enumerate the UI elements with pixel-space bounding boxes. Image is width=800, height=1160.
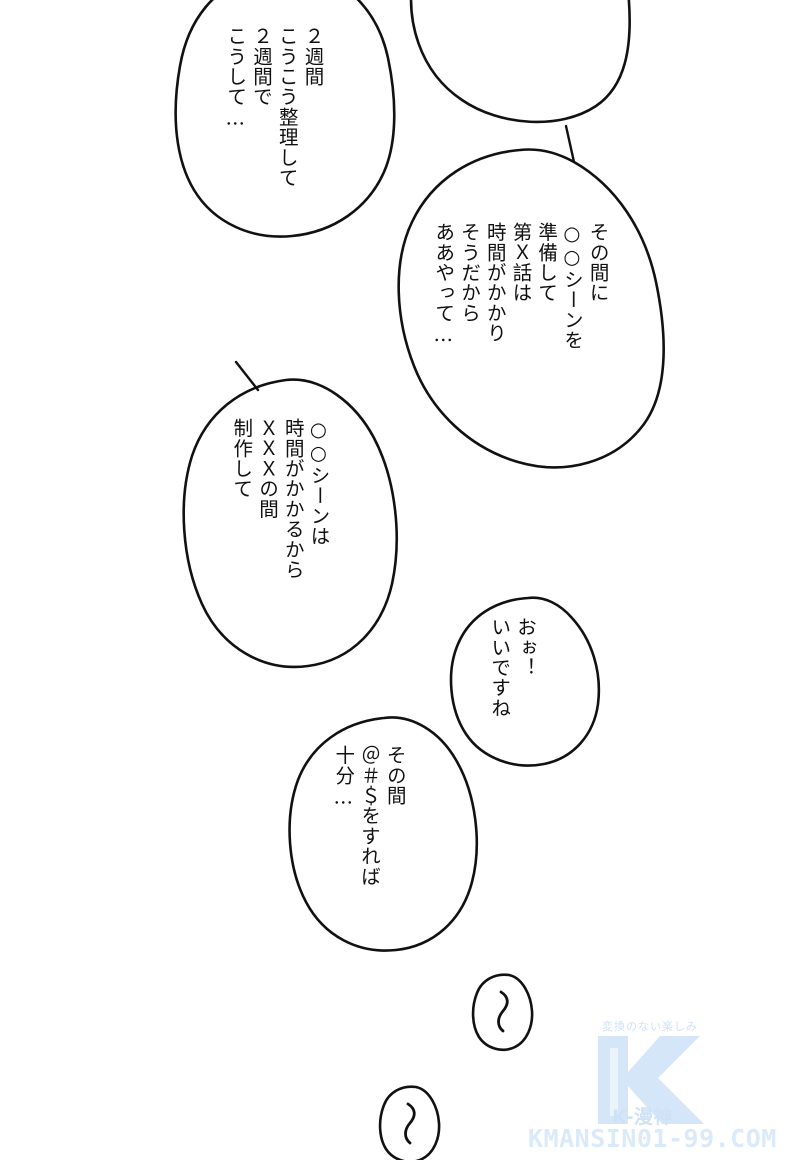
- bubble-small-2: [378, 1085, 441, 1160]
- bubble-5-text: その間 ＠＃＄をすれば 十分…: [331, 745, 407, 887]
- bubble-small-1-outline: [471, 973, 534, 1051]
- bubble-1-text: ２週間 こうこう整理して ２週間で こうして…: [223, 26, 324, 188]
- bubble-2-text: その間に ○○シーンを 準備して 第Ｘ話は 時間がかかり そうだから ああやって…: [431, 222, 610, 351]
- bubble-3-tail: [234, 360, 260, 392]
- squiggle-mark: [404, 1102, 416, 1145]
- watermark-url: KMANSIN01-99.COM: [528, 1124, 777, 1153]
- watermark-brand: K-漫神: [612, 1106, 673, 1128]
- squiggle-mark: [497, 990, 509, 1033]
- bubble-4-text: おぉ！ いいですね: [487, 617, 537, 718]
- bubble-small-2-outline: [378, 1085, 441, 1160]
- bubble-top-partial-outline: [409, 0, 631, 124]
- bubble-2-tail: [564, 124, 576, 164]
- k-logo-icon: [598, 1036, 704, 1124]
- site-watermark: 変換のない楽しみ K-漫神 KMANSIN01-99.COM: [528, 1014, 800, 1160]
- watermark-tagline: 変換のない楽しみ: [602, 1020, 698, 1033]
- bubble-3-text: ○○シーンは 時間がかかるから ＸＸＸの間 制作して: [229, 418, 330, 580]
- bubble-small-1: [471, 973, 534, 1051]
